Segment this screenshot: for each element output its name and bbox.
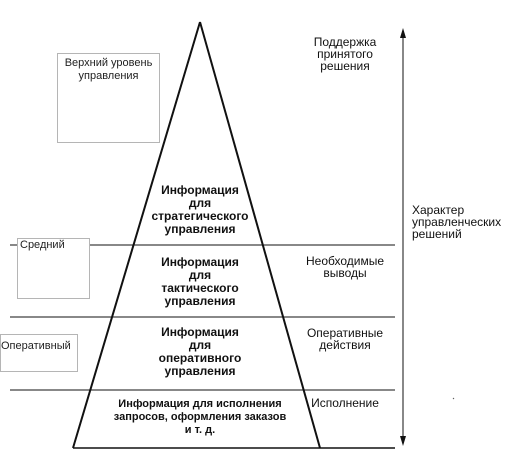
level-operational-box: Оперативный xyxy=(0,334,78,372)
level-middle-box: Средний xyxy=(17,238,90,299)
level-top-label: Верхний уровень управления xyxy=(64,57,153,82)
right-conclusions: Необходимые выводы xyxy=(305,254,385,280)
level-middle-label: Средний xyxy=(20,239,65,251)
right-execution: Исполнение xyxy=(311,396,379,410)
info-operational: Информация для оперативного управления xyxy=(158,325,242,378)
level-operational-label: Оперативный xyxy=(1,340,71,352)
tick-mark xyxy=(452,397,455,400)
level-top-box: Верхний уровень управления xyxy=(57,53,160,143)
pyramid-left-edge xyxy=(72,21,201,449)
arrow-head-bottom xyxy=(400,436,406,446)
right-character: Характер управленческих решений xyxy=(412,203,502,241)
info-strategic: Информация для стратегического управлени… xyxy=(151,183,249,236)
right-support: Поддержка принятого решения xyxy=(313,35,377,73)
info-tactical: Информация для тактического управления xyxy=(161,255,239,308)
right-actions: Оперативные действия xyxy=(306,326,384,352)
info-execution: Информация для исполнения запросов, офор… xyxy=(113,398,287,436)
pyramid-right-edge xyxy=(199,21,321,449)
arrow-head-top xyxy=(400,28,406,38)
